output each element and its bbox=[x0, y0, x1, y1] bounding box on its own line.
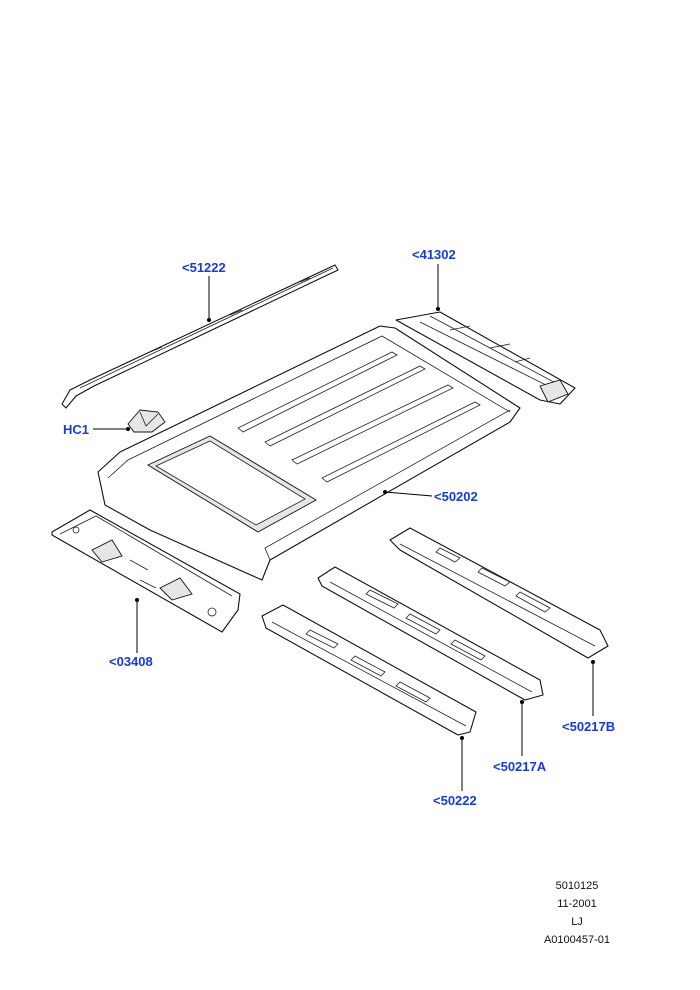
part-roof-bow-50217a bbox=[317, 566, 544, 701]
callout-41302[interactable]: <41302 bbox=[412, 247, 456, 262]
leader-50217b bbox=[591, 660, 595, 716]
callout-50217b[interactable]: <50217B bbox=[562, 719, 615, 734]
meta-code: 5010125 bbox=[555, 880, 599, 892]
part-roof-bow-50222 bbox=[261, 604, 477, 736]
leader-50222 bbox=[460, 736, 464, 791]
meta-ref: A0100457-01 bbox=[543, 934, 611, 946]
meta-date: 11-2001 bbox=[557, 898, 597, 910]
part-roof-panel bbox=[97, 325, 521, 581]
callout-50222[interactable]: <50222 bbox=[433, 793, 477, 808]
leader-50202 bbox=[383, 490, 433, 497]
meta-initials: LJ bbox=[571, 916, 583, 928]
callout-50217a[interactable]: <50217A bbox=[493, 759, 547, 774]
callout-03408[interactable]: <03408 bbox=[109, 654, 153, 669]
part-front-header bbox=[51, 509, 241, 633]
part-rear-header bbox=[395, 311, 576, 405]
callout-51222[interactable]: <51222 bbox=[182, 260, 226, 275]
leader-51222 bbox=[207, 276, 211, 322]
leader-hc1 bbox=[93, 427, 130, 431]
leader-41302 bbox=[436, 264, 440, 311]
part-clip-hc1 bbox=[127, 409, 166, 433]
leader-03408 bbox=[135, 598, 139, 653]
part-roof-moulding bbox=[61, 264, 339, 409]
callout-hc1[interactable]: HC1 bbox=[63, 422, 89, 437]
part-roof-bow-50217b bbox=[389, 527, 609, 659]
callout-50202[interactable]: <50202 bbox=[434, 489, 478, 504]
leader-50217a bbox=[520, 700, 524, 756]
